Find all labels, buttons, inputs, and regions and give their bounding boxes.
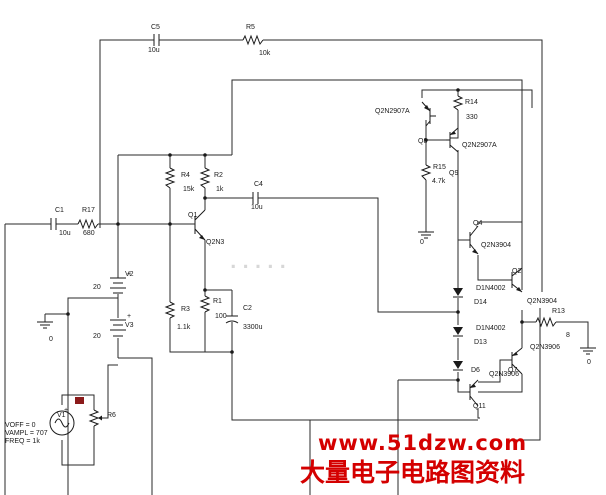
capacitor-c1	[48, 218, 60, 230]
transistor-q9	[446, 127, 459, 153]
resistor-r14	[452, 95, 464, 111]
label-v1-vampl: VAMPL = 707	[5, 430, 48, 437]
label-v3-ref: V3	[125, 322, 134, 329]
label-r13-ref: R13	[552, 308, 565, 315]
transistor-q7	[511, 347, 523, 375]
label-r15-value: 4.7k	[432, 178, 446, 185]
label-q11-model: Q2N3906	[489, 371, 519, 378]
ground-symbol-output	[580, 347, 596, 355]
label-r3-value: 1.1k	[177, 324, 191, 331]
label-q8-model: Q2N2907A	[375, 108, 410, 115]
label-c2-value: 3300u	[243, 324, 263, 331]
label-c1-ref: C1	[55, 207, 64, 214]
label-v2-value: 20	[93, 284, 101, 291]
resistor-r2	[199, 167, 211, 189]
label-d6-ref: D6	[471, 367, 480, 374]
resistor-r1	[199, 295, 211, 313]
label-r2-value: 1k	[216, 186, 224, 193]
label-r17-ref: R17	[82, 207, 95, 214]
ground-symbol-mirror	[418, 231, 434, 239]
label-ground-output: 0	[587, 359, 591, 366]
label-q9-ref: Q9	[449, 170, 458, 177]
label-v1-voff: VOFF = 0	[5, 422, 36, 429]
label-v1-ref: V1	[57, 412, 66, 419]
label-v2-ref: V2	[125, 271, 134, 278]
marker-red	[75, 397, 84, 404]
sine-source-v1: +	[49, 407, 75, 436]
component-labels: C5 10u R5 10k C1 10u R17 680 R4 15k R2 1…	[5, 24, 591, 445]
label-q7-ref: Q7	[508, 367, 517, 374]
label-r14-ref: R14	[465, 99, 478, 106]
label-v1-freq: FREQ = 1k	[5, 438, 40, 445]
resistor-r4	[164, 167, 176, 189]
resistor-r3	[164, 301, 176, 319]
transistor-q8	[421, 101, 436, 127]
svg-text:+: +	[127, 313, 131, 320]
label-q8-ref: Q8	[418, 138, 427, 145]
capacitor-c2	[225, 315, 239, 324]
label-r1-ref: R1	[213, 298, 222, 305]
capacitor-c5	[150, 34, 163, 46]
resistor-r15	[420, 164, 432, 181]
label-r5-ref: R5	[246, 24, 255, 31]
label-q9-model: Q2N2907A	[462, 142, 497, 149]
diode-d14	[453, 288, 463, 298]
label-q7-model: Q2N3906	[530, 344, 560, 351]
watermark-chinese: 大量电子电路图资料	[300, 458, 525, 487]
label-r3-ref: R3	[181, 306, 190, 313]
label-r6-ref: R6	[107, 412, 116, 419]
label-r2-ref: R2	[214, 172, 223, 179]
transistor-q4	[469, 225, 479, 255]
diode-d6	[453, 361, 463, 371]
label-r14-value: 330	[466, 114, 478, 121]
transistor-q1	[190, 209, 206, 241]
potentiometer-r6	[88, 409, 103, 427]
label-q1-model: Q2N3	[206, 239, 224, 246]
wires	[4, 39, 589, 495]
label-c1-value: 10u	[59, 230, 71, 237]
transistor-q11	[469, 379, 479, 407]
watermark-url: www.51dzw.com	[318, 431, 527, 455]
label-ground-left: 0	[49, 336, 53, 343]
label-c4-value: 10u	[251, 204, 263, 211]
label-c2-ref: C2	[243, 305, 252, 312]
label-q4-model: Q2N3904	[481, 242, 511, 249]
label-r4-value: 15k	[183, 186, 195, 193]
svg-text:+: +	[64, 407, 68, 414]
resistor-r17	[77, 218, 99, 230]
capacitor-c4	[250, 192, 262, 204]
label-r15-ref: R15	[433, 164, 446, 171]
diode-d13	[453, 327, 463, 337]
label-d13-ref: D13	[474, 339, 487, 346]
label-q1-ref: Q1	[188, 212, 197, 219]
ground-symbol-left	[37, 321, 53, 329]
label-c5-ref: C5	[151, 24, 160, 31]
label-r17-value: 680	[83, 230, 95, 237]
faint-watermark: . . . . .	[230, 253, 286, 273]
label-q2-ref: Q2	[512, 268, 521, 275]
junctions	[66, 88, 524, 382]
label-r4-ref: R4	[181, 172, 190, 179]
label-d14-ref: D14	[474, 299, 487, 306]
battery-v3: +	[110, 313, 131, 337]
label-q4-ref: Q4	[473, 220, 482, 227]
label-q2-model: Q2N3904	[527, 298, 557, 305]
resistor-r5	[242, 34, 264, 46]
label-c4-ref: C4	[254, 181, 263, 188]
svg-text:+: +	[127, 271, 131, 278]
label-q11-ref: Q11	[473, 403, 486, 410]
label-v3-value: 20	[93, 333, 101, 340]
label-r5-value: 10k	[259, 50, 271, 57]
transistor-q2	[510, 267, 523, 293]
label-ground-mirror: 0	[420, 239, 424, 246]
battery-v2: +	[110, 271, 131, 294]
label-r13-value: 8	[566, 332, 570, 339]
label-d14-model: D1N4002	[476, 285, 506, 292]
label-c5-value: 10u	[148, 47, 160, 54]
resistor-r13	[535, 316, 557, 328]
label-r1-value: 100	[215, 313, 227, 320]
label-d13-model: D1N4002	[476, 325, 506, 332]
